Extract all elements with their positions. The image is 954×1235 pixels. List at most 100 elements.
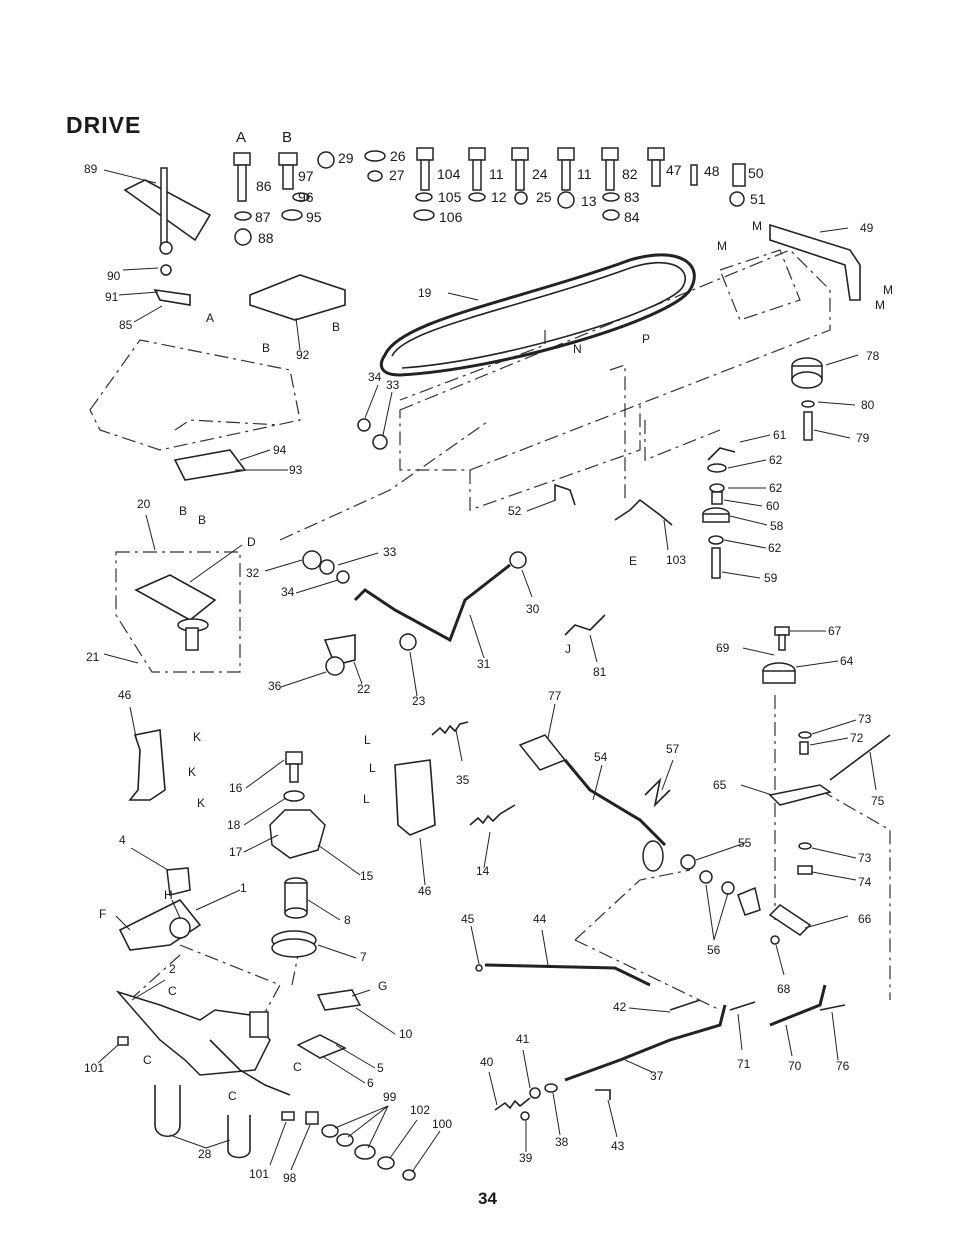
callout: 46 <box>118 688 132 702</box>
callout: 31 <box>477 657 491 671</box>
bolt-82-shank <box>605 159 615 191</box>
callout: 33 <box>383 545 397 559</box>
callout: 76 <box>836 1059 850 1073</box>
callout: 14 <box>476 864 490 878</box>
callout: M <box>883 283 893 297</box>
callout: 38 <box>555 1135 569 1149</box>
callout: 28 <box>198 1147 212 1161</box>
callout: 5 <box>377 1061 384 1075</box>
callout: 61 <box>773 428 787 442</box>
bolt-24-head <box>511 147 529 161</box>
callout: 42 <box>613 1000 627 1014</box>
callout: 19 <box>418 286 432 300</box>
callout: B <box>332 320 340 334</box>
callout: 85 <box>119 318 133 332</box>
callout: 69 <box>716 641 730 655</box>
bolt-24-shank <box>515 159 525 191</box>
callout: 79 <box>856 431 870 445</box>
callout: 30 <box>526 602 540 616</box>
legend-label: 24 <box>532 166 548 182</box>
callout: M <box>752 219 762 233</box>
callout: M <box>717 239 727 253</box>
legend-label: 84 <box>624 209 640 225</box>
hardware-legend-icons <box>233 147 746 246</box>
callout: 1 <box>240 881 247 895</box>
spring-50 <box>732 163 746 187</box>
legend-label: 25 <box>536 189 552 205</box>
callout: 70 <box>788 1059 802 1073</box>
callout: C <box>168 984 177 998</box>
legend-label: 26 <box>390 148 406 164</box>
callout: K <box>193 730 201 744</box>
frame-outline <box>89 249 891 1041</box>
callout: 94 <box>273 443 287 457</box>
callout: 55 <box>738 836 752 850</box>
washer-26 <box>364 150 386 162</box>
leader-lines <box>97 169 877 1173</box>
callout: 92 <box>296 348 310 362</box>
callout: H <box>164 888 173 902</box>
callout-labels: 89 90 91 85 A 92 B B 19 49 M M M M N P 7… <box>84 162 893 1185</box>
bolt-11a-head <box>468 147 486 161</box>
callout: 57 <box>666 742 680 756</box>
callout: 8 <box>344 913 351 927</box>
callout: 40 <box>480 1055 494 1069</box>
callout: 100 <box>432 1117 452 1131</box>
callout: 98 <box>283 1171 297 1185</box>
callout: 41 <box>516 1032 530 1046</box>
callout: G <box>378 979 387 993</box>
callout: 91 <box>105 290 119 304</box>
parts-linework <box>115 167 891 1181</box>
washer-105 <box>415 192 433 202</box>
legend-label: 51 <box>750 191 766 207</box>
callout: 44 <box>533 912 547 926</box>
callout: 73 <box>858 851 872 865</box>
legend-label: 96 <box>298 189 314 205</box>
callout: 54 <box>594 750 608 764</box>
callout: 62 <box>769 453 783 467</box>
legend-label: 48 <box>704 163 720 179</box>
callout: 65 <box>713 778 727 792</box>
legend-label: 29 <box>338 150 354 166</box>
callout: 62 <box>768 541 782 555</box>
bolt-11a-shank <box>472 159 482 191</box>
bolt-104-head <box>416 147 434 161</box>
callout: 43 <box>611 1139 625 1153</box>
callout: 67 <box>828 624 842 638</box>
legend-label: 88 <box>258 230 274 246</box>
callout: B <box>198 513 206 527</box>
callout: 101 <box>249 1167 269 1181</box>
callout: 7 <box>360 950 367 964</box>
bolt-a-shank <box>237 164 247 202</box>
legend-label: 105 <box>438 189 462 205</box>
callout: 18 <box>227 818 241 832</box>
callout: C <box>293 1060 302 1074</box>
page-number: 34 <box>478 1189 497 1208</box>
legend-label: B <box>282 129 292 146</box>
callout: 34 <box>281 585 295 599</box>
callout: 81 <box>593 665 607 679</box>
callout: 93 <box>289 463 303 477</box>
callout: 10 <box>399 1027 413 1041</box>
callout: 74 <box>858 875 872 889</box>
bolt-82-head <box>601 147 619 161</box>
callout: 64 <box>840 654 854 668</box>
legend-label: 95 <box>306 209 322 225</box>
washer-106 <box>413 209 435 221</box>
legend-label: 11 <box>489 166 504 182</box>
callout: 103 <box>666 553 686 567</box>
callout: 59 <box>764 571 778 585</box>
callout: 37 <box>650 1069 664 1083</box>
callout: 32 <box>246 566 260 580</box>
washer-96 <box>292 192 310 202</box>
callout: 22 <box>357 682 371 696</box>
callout: 52 <box>508 504 522 518</box>
washer-12 <box>468 192 486 202</box>
nut-51 <box>729 191 745 207</box>
bolt-b-head <box>278 152 298 166</box>
callout: A <box>206 311 214 325</box>
legend-label: 106 <box>439 209 463 225</box>
pin-48 <box>690 164 698 186</box>
callout: 39 <box>519 1151 533 1165</box>
